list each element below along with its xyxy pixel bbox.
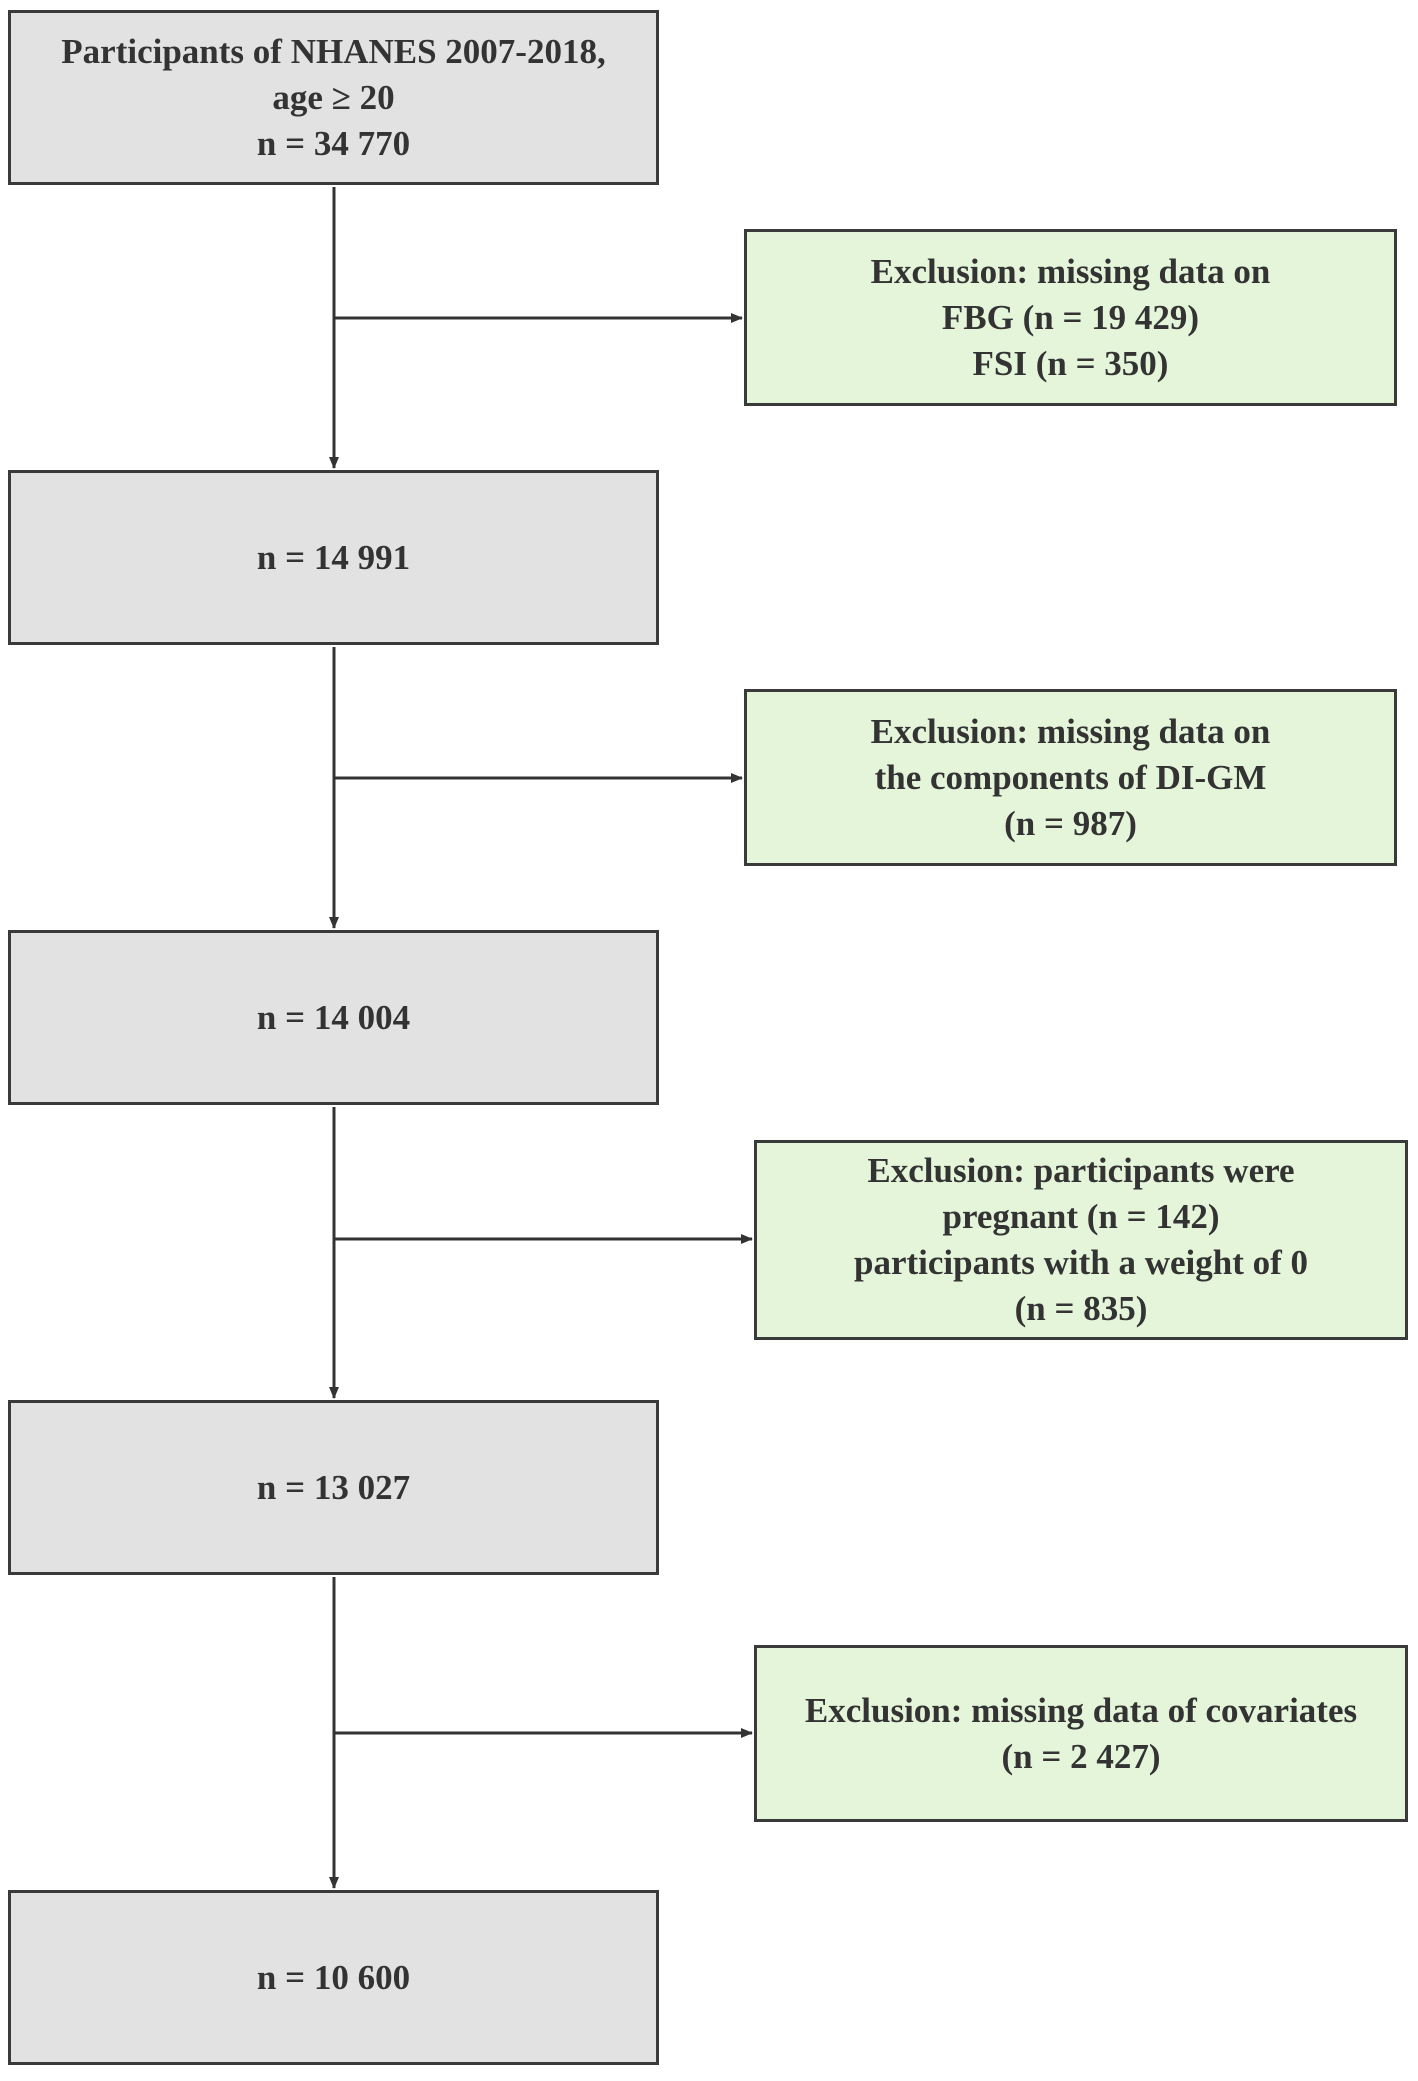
exclusion-box-line: the components of DI-GM — [874, 757, 1267, 797]
exclusion-box-fbg-fsi: Exclusion: missing data on FBG (n = 19 4… — [744, 229, 1397, 406]
main-box-line: age ≥ 20 — [272, 77, 395, 117]
exclusion-box-covariates: Exclusion: missing data of covariates (n… — [754, 1645, 1408, 1822]
exclusion-box-line: (n = 987) — [1004, 803, 1137, 843]
exclusion-box-line: Exclusion: missing data on — [870, 711, 1271, 751]
main-box-line: n = 14 991 — [256, 537, 411, 577]
exclusion-box-line: FBG (n = 19 429) — [941, 297, 1200, 337]
exclusion-box-line: FSI (n = 350) — [972, 343, 1169, 383]
exclusion-box-line: (n = 835) — [1014, 1289, 1148, 1328]
main-box-line: n = 13 027 — [256, 1467, 411, 1507]
exclusion-box-pregnancy-weight: Exclusion: participants were pregnant (n… — [754, 1140, 1408, 1340]
exclusion-box-line: (n = 2 427) — [1001, 1736, 1161, 1776]
exclusion-box-line: Exclusion: participants were — [867, 1151, 1295, 1190]
main-box-line: n = 34 770 — [256, 123, 411, 163]
exclusion-box-line: Exclusion: missing data on — [870, 251, 1271, 291]
exclusion-box-line: pregnant (n = 142) — [942, 1197, 1220, 1236]
main-box-after-pregnancy-weight: n = 13 027 — [8, 1400, 659, 1575]
exclusion-box-di-gm: Exclusion: missing data on the component… — [744, 689, 1397, 866]
exclusion-box-line: participants with a weight of 0 — [853, 1243, 1309, 1282]
main-box-line: Participants of NHANES 2007-2018, — [61, 31, 606, 71]
main-box-after-di-gm: n = 14 004 — [8, 930, 659, 1105]
main-box-line: n = 14 004 — [256, 997, 411, 1037]
main-box-line: n = 10 600 — [256, 1957, 411, 1997]
main-box-final-cohort: n = 10 600 — [8, 1890, 659, 2065]
exclusion-box-line: Exclusion: missing data of covariates — [804, 1690, 1358, 1730]
main-box-initial-cohort: Participants of NHANES 2007-2018, age ≥ … — [8, 10, 659, 185]
main-box-after-fbg-fsi: n = 14 991 — [8, 470, 659, 645]
